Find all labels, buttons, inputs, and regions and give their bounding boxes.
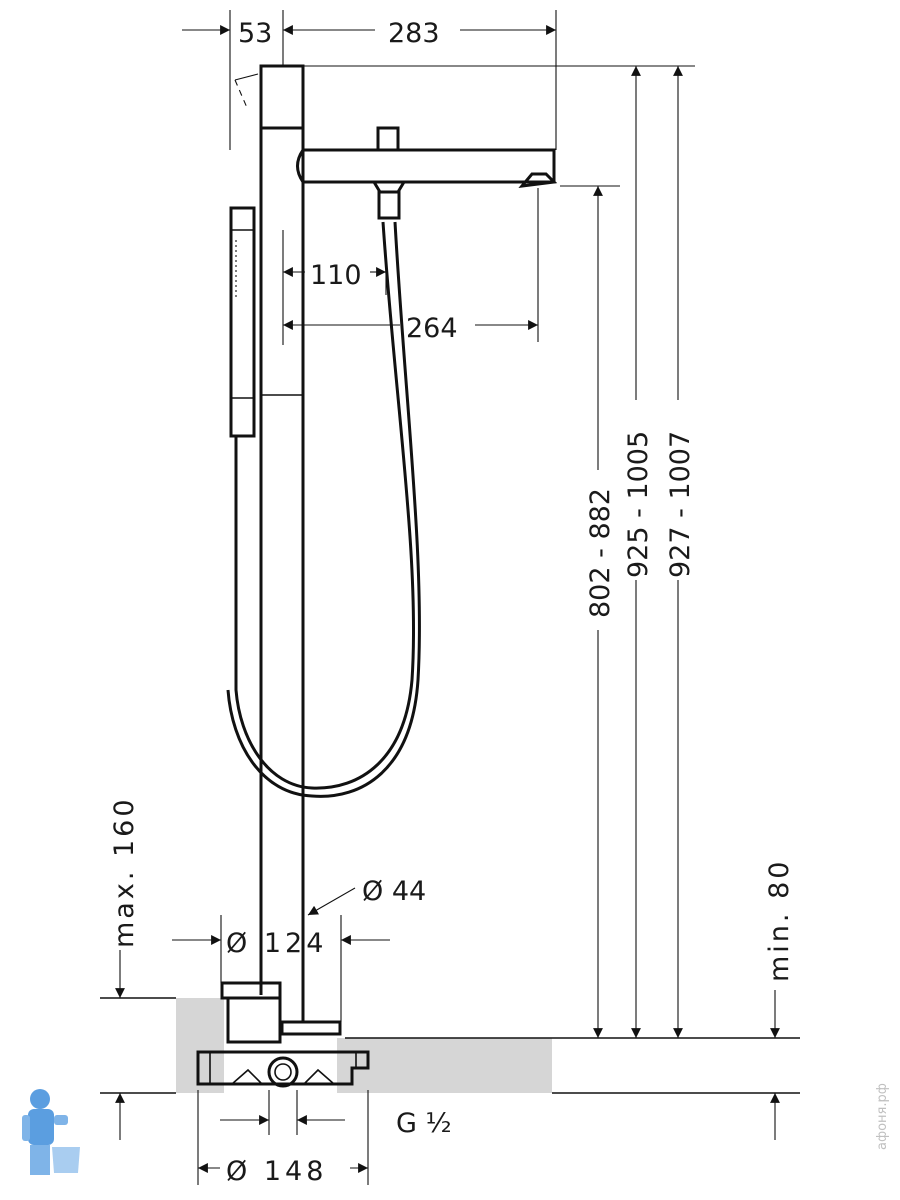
dim-264: 264 (406, 313, 458, 344)
faucet-column (234, 64, 305, 1022)
dim-g-half: G ½ (396, 1108, 452, 1139)
dim-283: 283 (388, 18, 440, 49)
hand-shower (229, 206, 256, 438)
dim-110: 110 (310, 260, 362, 291)
dim-diameter-148: Ø 148 (226, 1156, 327, 1187)
watermark-text: афоня.рф (875, 1083, 890, 1150)
dimension-lines (115, 10, 780, 1185)
dim-802-882: 802 - 882 (585, 488, 616, 618)
dim-927-1007: 927 - 1007 (665, 431, 696, 578)
dim-diameter-44: Ø 44 (362, 876, 426, 907)
shower-hose (226, 221, 421, 798)
spout (296, 126, 558, 220)
base-assembly (196, 981, 370, 1088)
dim-max-160: max. 160 (109, 796, 140, 948)
dim-min-80: min. 80 (764, 859, 795, 982)
plumber-mascot-logo (22, 1089, 80, 1175)
dim-diameter-124: Ø 124 (226, 928, 327, 959)
floor-section (100, 997, 800, 1094)
dim-925-1005: 925 - 1005 (623, 431, 654, 578)
dim-53: 53 (238, 18, 272, 49)
